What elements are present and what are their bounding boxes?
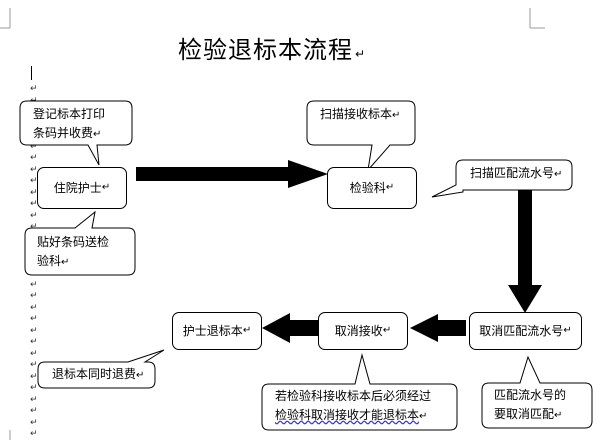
margin-paragraph-mark: ↵	[30, 360, 38, 370]
margin-paragraph-mark: ↵	[30, 325, 38, 336]
margin-paragraph-mark: ↵	[30, 417, 38, 428]
margin-paragraph-mark: ↵	[30, 302, 38, 313]
node-cancel-receive: 取消接收↵	[318, 312, 408, 350]
text-cursor	[31, 66, 32, 80]
arrow-cancel-serial-to-cancel-receive	[410, 314, 466, 342]
callout-scan-receive-text: 扫描接收标本↵	[320, 107, 401, 121]
margin-paragraph-mark: ↵	[30, 153, 38, 163]
margin-paragraph-mark: ↵	[30, 141, 38, 152]
margin-paragraph-mark: ↵	[30, 199, 38, 209]
margin-paragraph-mark: ↵	[30, 394, 38, 405]
margin-paragraph-mark: ↵	[30, 429, 38, 439]
margin-paragraph-mark: ↵	[30, 84, 38, 94]
diagram-title: 检验退标本流程↵	[178, 36, 367, 64]
margin-paragraph-mark: ↵	[30, 406, 38, 416]
callout-refund	[37, 349, 165, 389]
callout-note-text: 若检验科接收标本后必须经过 检验科取消接收才能退标本↵	[275, 389, 432, 422]
callout-register	[19, 100, 133, 166]
callout-refund-text: 退标本同时退费↵	[52, 367, 145, 381]
arrow-lab-to-cancel-serial	[508, 190, 542, 313]
callout-match-required	[481, 355, 593, 429]
arrow-cancel-receive-to-nurse-return	[262, 313, 318, 343]
margin-paragraph-mark: ↵	[30, 164, 38, 175]
node-inpatient-nurse: 住院护士↵	[37, 167, 127, 209]
callout-scan-match	[431, 159, 573, 198]
margin-paragraph-mark: ↵	[30, 210, 38, 221]
margin-paragraph-mark: ↵	[30, 279, 38, 290]
margin-paragraph-mark: ↵	[30, 291, 38, 301]
margin-paragraph-mark: ↵	[30, 337, 38, 347]
callout-match-required-text: 匹配流水号的 要取消匹配↵	[494, 388, 567, 421]
margin-paragraph-mark: ↵	[30, 187, 38, 198]
margin-paragraph-mark: ↵	[30, 371, 38, 382]
callout-paste	[24, 210, 136, 276]
margin-paragraph-mark: ↵	[30, 222, 38, 232]
margin-paragraph-mark: ↵	[30, 348, 38, 359]
margin-paragraph-mark: ↵	[30, 314, 38, 324]
callout-paste-text: 贴好条码送检 验科↵	[37, 235, 110, 268]
node-laboratory: 检验科↵	[327, 167, 417, 209]
arrow-nurse-to-lab	[136, 160, 328, 188]
node-nurse-return-specimen: 护士退标本↵	[172, 312, 262, 350]
callout-scan-match-text: 扫描匹配流水号↵	[470, 166, 563, 180]
callout-register-text: 登记标本打印 条码并收费↵	[33, 107, 106, 140]
callout-note	[261, 353, 458, 431]
callout-scan-receive	[306, 100, 416, 172]
margin-paragraph-mark: ↵	[30, 383, 38, 393]
margin-paragraph-mark: ↵	[30, 176, 38, 186]
node-cancel-serial-match: 取消匹配流水号↵	[469, 312, 582, 350]
